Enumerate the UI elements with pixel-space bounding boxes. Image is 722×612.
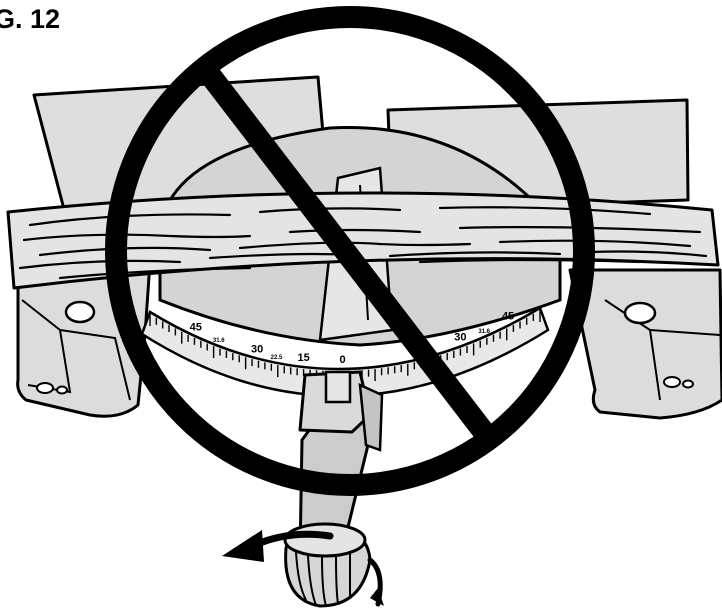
scale-major-label: 30: [454, 332, 466, 344]
prohibition-circle-icon: [105, 6, 595, 496]
scale-minor-label: 31.6: [478, 329, 490, 335]
scale-major-label: 45: [502, 311, 514, 323]
rotation-arrow-icon: [222, 530, 384, 607]
scale-major-label: 15: [297, 352, 309, 364]
scale-major-label: 30: [251, 343, 263, 355]
scale-major-label: 0: [339, 354, 345, 366]
right-base-leg: [568, 268, 722, 420]
scale-minor-label: 31.6: [213, 338, 225, 344]
wood-grain: [18, 206, 708, 280]
figure-label: G. 12: [0, 4, 61, 34]
scale-major-label: 45: [190, 321, 202, 333]
scale-minor-label: 22.5: [271, 355, 283, 361]
